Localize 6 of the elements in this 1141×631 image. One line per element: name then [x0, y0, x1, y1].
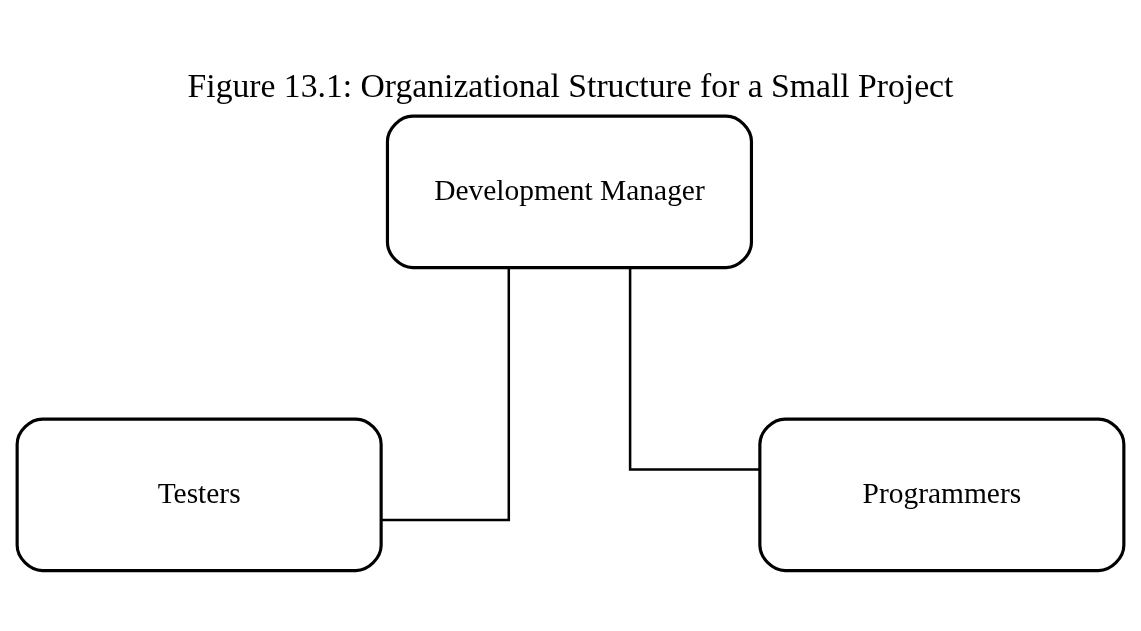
diagram-title: Figure 13.1: Organizational Structure for a Small Project: [187, 66, 954, 104]
connector: [628, 267, 760, 471]
node-box: Development Manager: [385, 114, 754, 269]
node-box: Programmers: [758, 417, 1126, 572]
node-box: Testers: [15, 417, 383, 572]
connector: [381, 267, 511, 521]
